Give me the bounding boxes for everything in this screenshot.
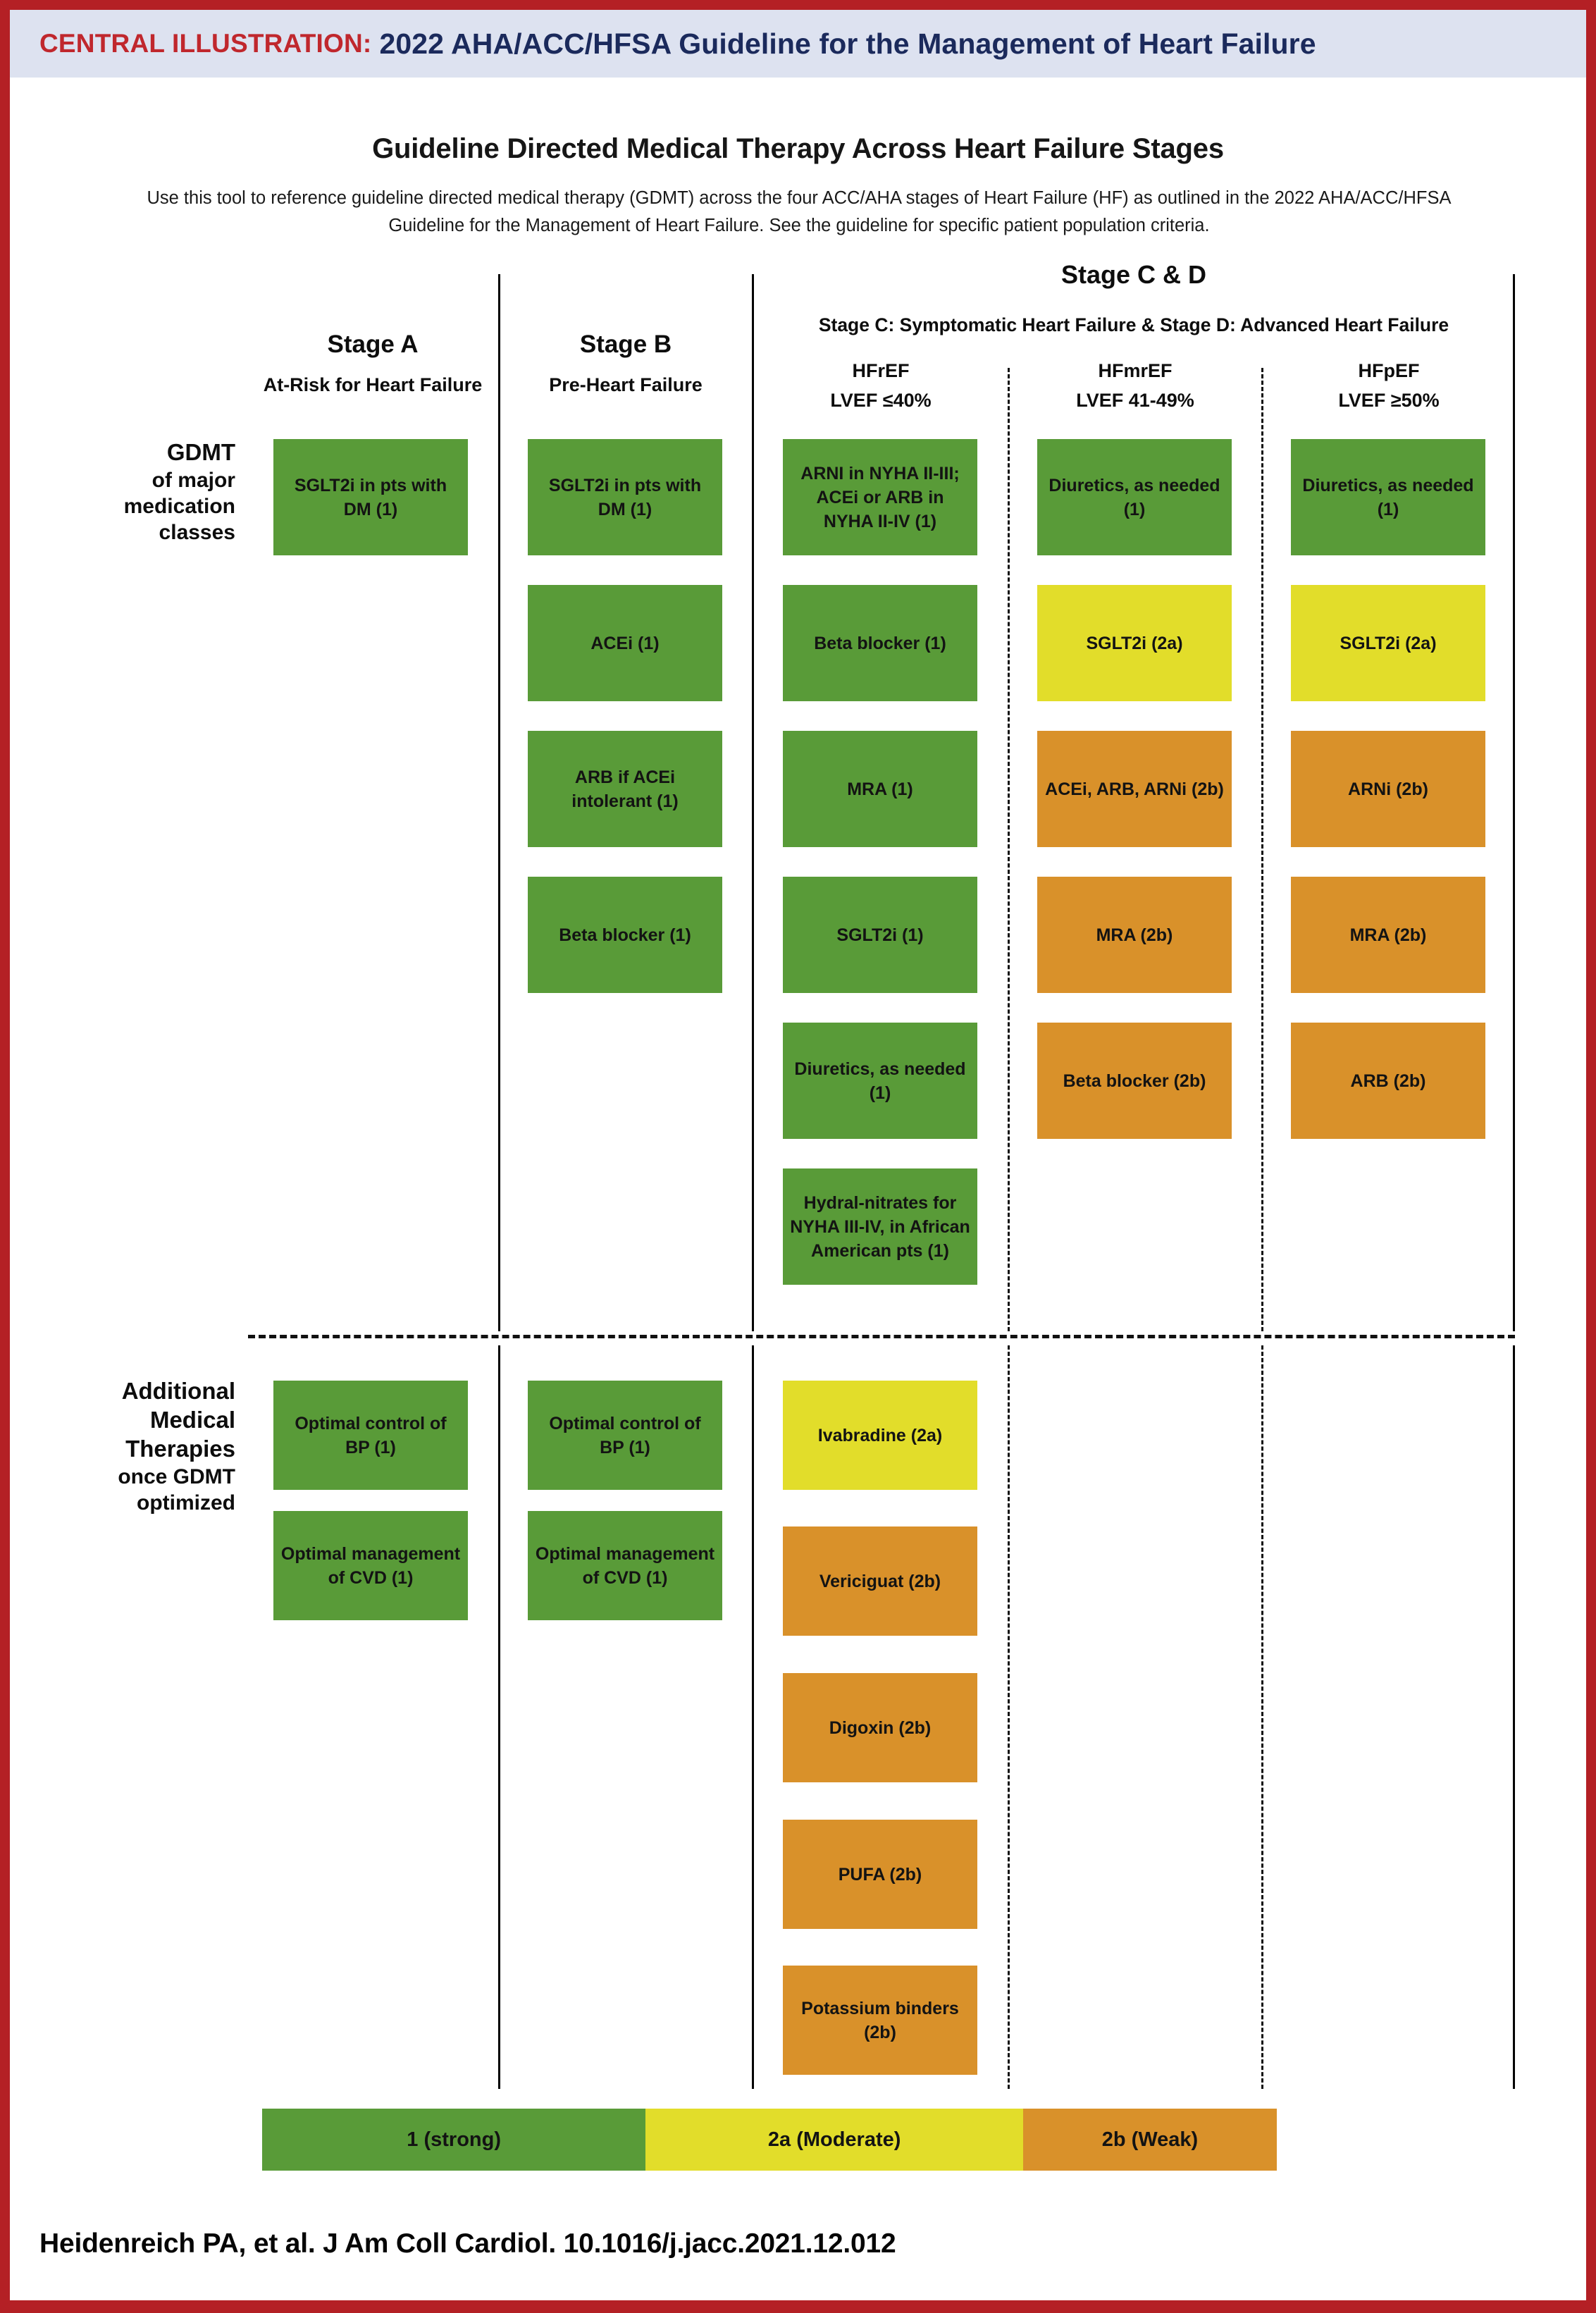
additional-title-1: Additional	[121, 1378, 235, 1404]
divider-right-edge	[1513, 274, 1515, 1331]
page-title: Guideline Directed Medical Therapy Acros…	[372, 133, 1224, 164]
legend-item-class-2b: 2b (Weak)	[1022, 2109, 1277, 2171]
hfmref-lvef: LVEF 41-49%	[1076, 389, 1194, 411]
therapy-box[interactable]: Beta blocker (2b)	[1037, 1023, 1232, 1139]
therapy-box[interactable]: Vericiguat (2b)	[783, 1526, 977, 1636]
column-header-stage-a: Stage A At-Risk for Heart Failure	[249, 331, 496, 396]
therapy-box[interactable]: Beta blocker (1)	[783, 585, 977, 701]
additional-sub-1: once GDMT	[118, 1464, 235, 1488]
stage-cd-name: Stage C & D	[1060, 260, 1207, 289]
additional-sub-2: optimized	[137, 1491, 235, 1515]
column-header-hfmref: HFmrEF LVEF 41-49%	[1010, 357, 1261, 416]
divider-stage-b-cd-lower	[752, 1345, 754, 2089]
therapy-box[interactable]: Optimal management of CVD (1)	[273, 1511, 468, 1620]
class-of-recommendation-legend: 1 (strong) 2a (Moderate) 2b (Weak)	[262, 2109, 1277, 2171]
therapy-box[interactable]: Ivabradine (2a)	[783, 1381, 977, 1490]
therapy-box[interactable]: PUFA (2b)	[783, 1820, 977, 1929]
gdmt-title: GDMT	[166, 439, 235, 465]
hfpef-lvef: LVEF ≥50%	[1338, 389, 1440, 411]
divider-hfmref-hfpef-lower	[1261, 1345, 1263, 2089]
central-illustration-label: CENTRAL ILLUSTRATION:	[39, 29, 372, 58]
therapy-box[interactable]: Diuretics, as needed (1)	[1037, 439, 1232, 555]
column-header-hfref: HFrEF LVEF ≤40%	[755, 357, 1006, 416]
therapy-box[interactable]: Digoxin (2b)	[783, 1673, 977, 1782]
therapy-box[interactable]: Potassium binders (2b)	[783, 1966, 977, 2075]
therapy-box[interactable]: ARB if ACEi intolerant (1)	[528, 731, 722, 847]
therapy-box[interactable]: Diuretics, as needed (1)	[783, 1023, 977, 1139]
gdmt-sub-2: medication	[123, 495, 235, 519]
therapy-box[interactable]: Diuretics, as needed (1)	[1291, 439, 1485, 555]
therapy-box[interactable]: ACEi, ARB, ARNi (2b)	[1037, 731, 1232, 847]
hfpef-name: HFpEF	[1358, 360, 1420, 381]
therapy-box[interactable]: MRA (2b)	[1037, 877, 1232, 993]
therapy-box[interactable]: SGLT2i in pts with DM (1)	[528, 439, 722, 555]
central-illustration-banner: CENTRAL ILLUSTRATION: 2022 AHA/ACC/HFSA …	[10, 10, 1586, 78]
stage-b-name: Stage B	[579, 331, 672, 358]
therapy-box[interactable]: ARB (2b)	[1291, 1023, 1485, 1139]
column-header-stage-b: Stage B Pre-Heart Failure	[503, 331, 748, 396]
stage-a-name: Stage A	[327, 331, 419, 358]
divider-right-edge-lower	[1513, 1345, 1515, 2089]
divider-hfref-hfmref	[1008, 368, 1010, 1331]
stage-a-sub: At-Risk for Heart Failure	[263, 374, 483, 395]
therapy-box[interactable]: MRA (1)	[783, 731, 977, 847]
divider-stage-a-b	[498, 274, 500, 1331]
row-label-additional: Additional Medical Therapies once GDMT o…	[38, 1377, 235, 1516]
column-header-hfpef: HFpEF LVEF ≥50%	[1263, 357, 1514, 416]
therapy-box[interactable]: MRA (2b)	[1291, 877, 1485, 993]
therapy-box[interactable]: Optimal control of BP (1)	[528, 1381, 722, 1490]
therapy-box[interactable]: SGLT2i (2a)	[1291, 585, 1485, 701]
therapy-box[interactable]: Optimal control of BP (1)	[273, 1381, 468, 1490]
therapy-box[interactable]: SGLT2i (2a)	[1037, 585, 1232, 701]
therapy-box[interactable]: Hydral-nitrates for NYHA III-IV, in Afri…	[783, 1168, 977, 1285]
hfref-lvef: LVEF ≤40%	[830, 389, 932, 411]
therapy-box[interactable]: SGLT2i (1)	[783, 877, 977, 993]
legend-item-class-2a: 2a (Moderate)	[645, 2109, 1023, 2171]
citation-text: Heidenreich PA, et al. J Am Coll Cardiol…	[39, 2228, 896, 2259]
divider-stage-b-cd	[752, 274, 754, 1331]
gdmt-sub-1: of major	[151, 468, 235, 492]
additional-title-2: Medical	[149, 1406, 235, 1433]
hfmref-name: HFmrEF	[1098, 360, 1173, 381]
hfref-name: HFrEF	[852, 360, 910, 381]
guideline-title: 2022 AHA/ACC/HFSA Guideline for the Mana…	[379, 27, 1316, 60]
additional-title-3: Therapies	[125, 1435, 235, 1462]
divider-sections	[248, 1335, 1515, 1338]
divider-hfmref-hfpef	[1261, 368, 1263, 1331]
legend-item-class-1: 1 (strong)	[262, 2109, 646, 2171]
therapy-box[interactable]: Beta blocker (1)	[528, 877, 722, 993]
divider-stage-a-b-lower	[498, 1345, 500, 2089]
page-subtitle: Use this tool to reference guideline dir…	[147, 188, 1452, 235]
stage-b-sub: Pre-Heart Failure	[549, 374, 703, 395]
therapy-box[interactable]: Optimal management of CVD (1)	[528, 1511, 722, 1620]
therapy-box[interactable]: ARNi (2b)	[1291, 731, 1485, 847]
stage-cd-sub: Stage C: Symptomatic Heart Failure & Sta…	[818, 314, 1449, 335]
therapy-box[interactable]: SGLT2i in pts with DM (1)	[273, 439, 468, 555]
therapy-box[interactable]: ARNI in NYHA II-III; ACEi or ARB in NYHA…	[783, 439, 977, 555]
row-label-gdmt: GDMT of major medication classes	[52, 438, 235, 545]
divider-hfref-hfmref-lower	[1008, 1345, 1010, 2089]
therapy-box[interactable]: ACEi (1)	[528, 585, 722, 701]
gdmt-sub-3: classes	[159, 521, 235, 545]
